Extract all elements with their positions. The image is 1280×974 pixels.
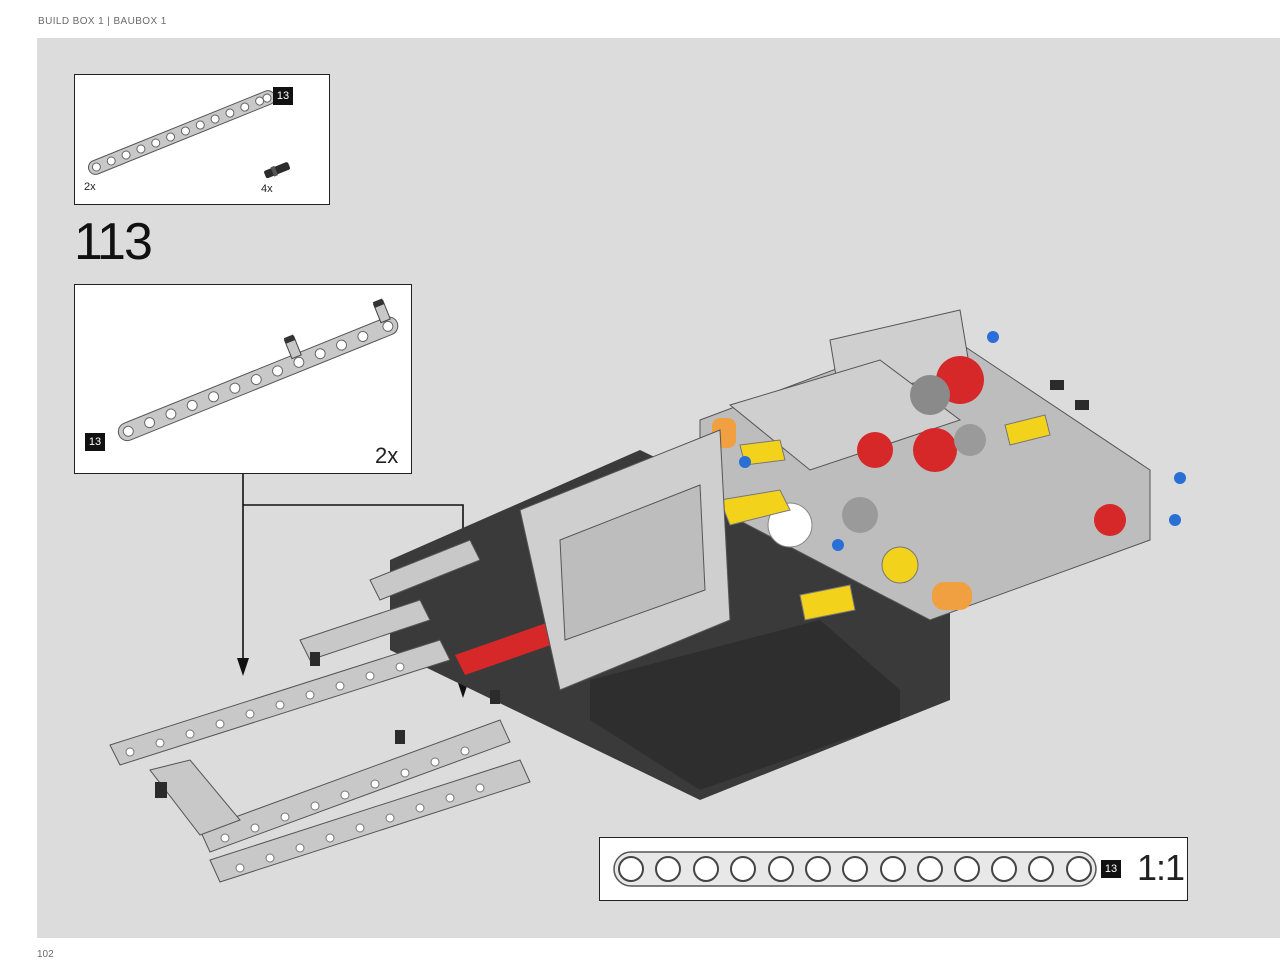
scale-reference-box: 13 1:1 bbox=[599, 837, 1188, 901]
page-header: BUILD BOX 1 | BAUBOX 1 bbox=[38, 16, 167, 27]
scale-beam-image bbox=[613, 851, 1097, 887]
scale-length-badge: 13 bbox=[1101, 860, 1121, 878]
step-number: 113 bbox=[74, 213, 153, 271]
parts-list-box: 13 2x 4x bbox=[74, 74, 330, 205]
page-number: 102 bbox=[37, 949, 54, 960]
axle-pin-part-image bbox=[264, 162, 291, 179]
subassembly-badge: 13 bbox=[85, 433, 105, 451]
axle-pin-icon bbox=[372, 298, 391, 324]
subassembly-beam-image bbox=[117, 298, 399, 442]
subassembly-callout: 13 2x bbox=[74, 284, 412, 474]
axle-pin-quantity: 4x bbox=[261, 183, 273, 195]
scale-ratio: 1:1 bbox=[1137, 847, 1185, 888]
beam-13-part-image bbox=[87, 90, 291, 179]
part-length-badge: 13 bbox=[273, 87, 293, 105]
subassembly-multiplier: 2x bbox=[375, 443, 399, 468]
axle-pin-icon bbox=[283, 334, 302, 360]
beam-quantity: 2x bbox=[84, 181, 96, 193]
